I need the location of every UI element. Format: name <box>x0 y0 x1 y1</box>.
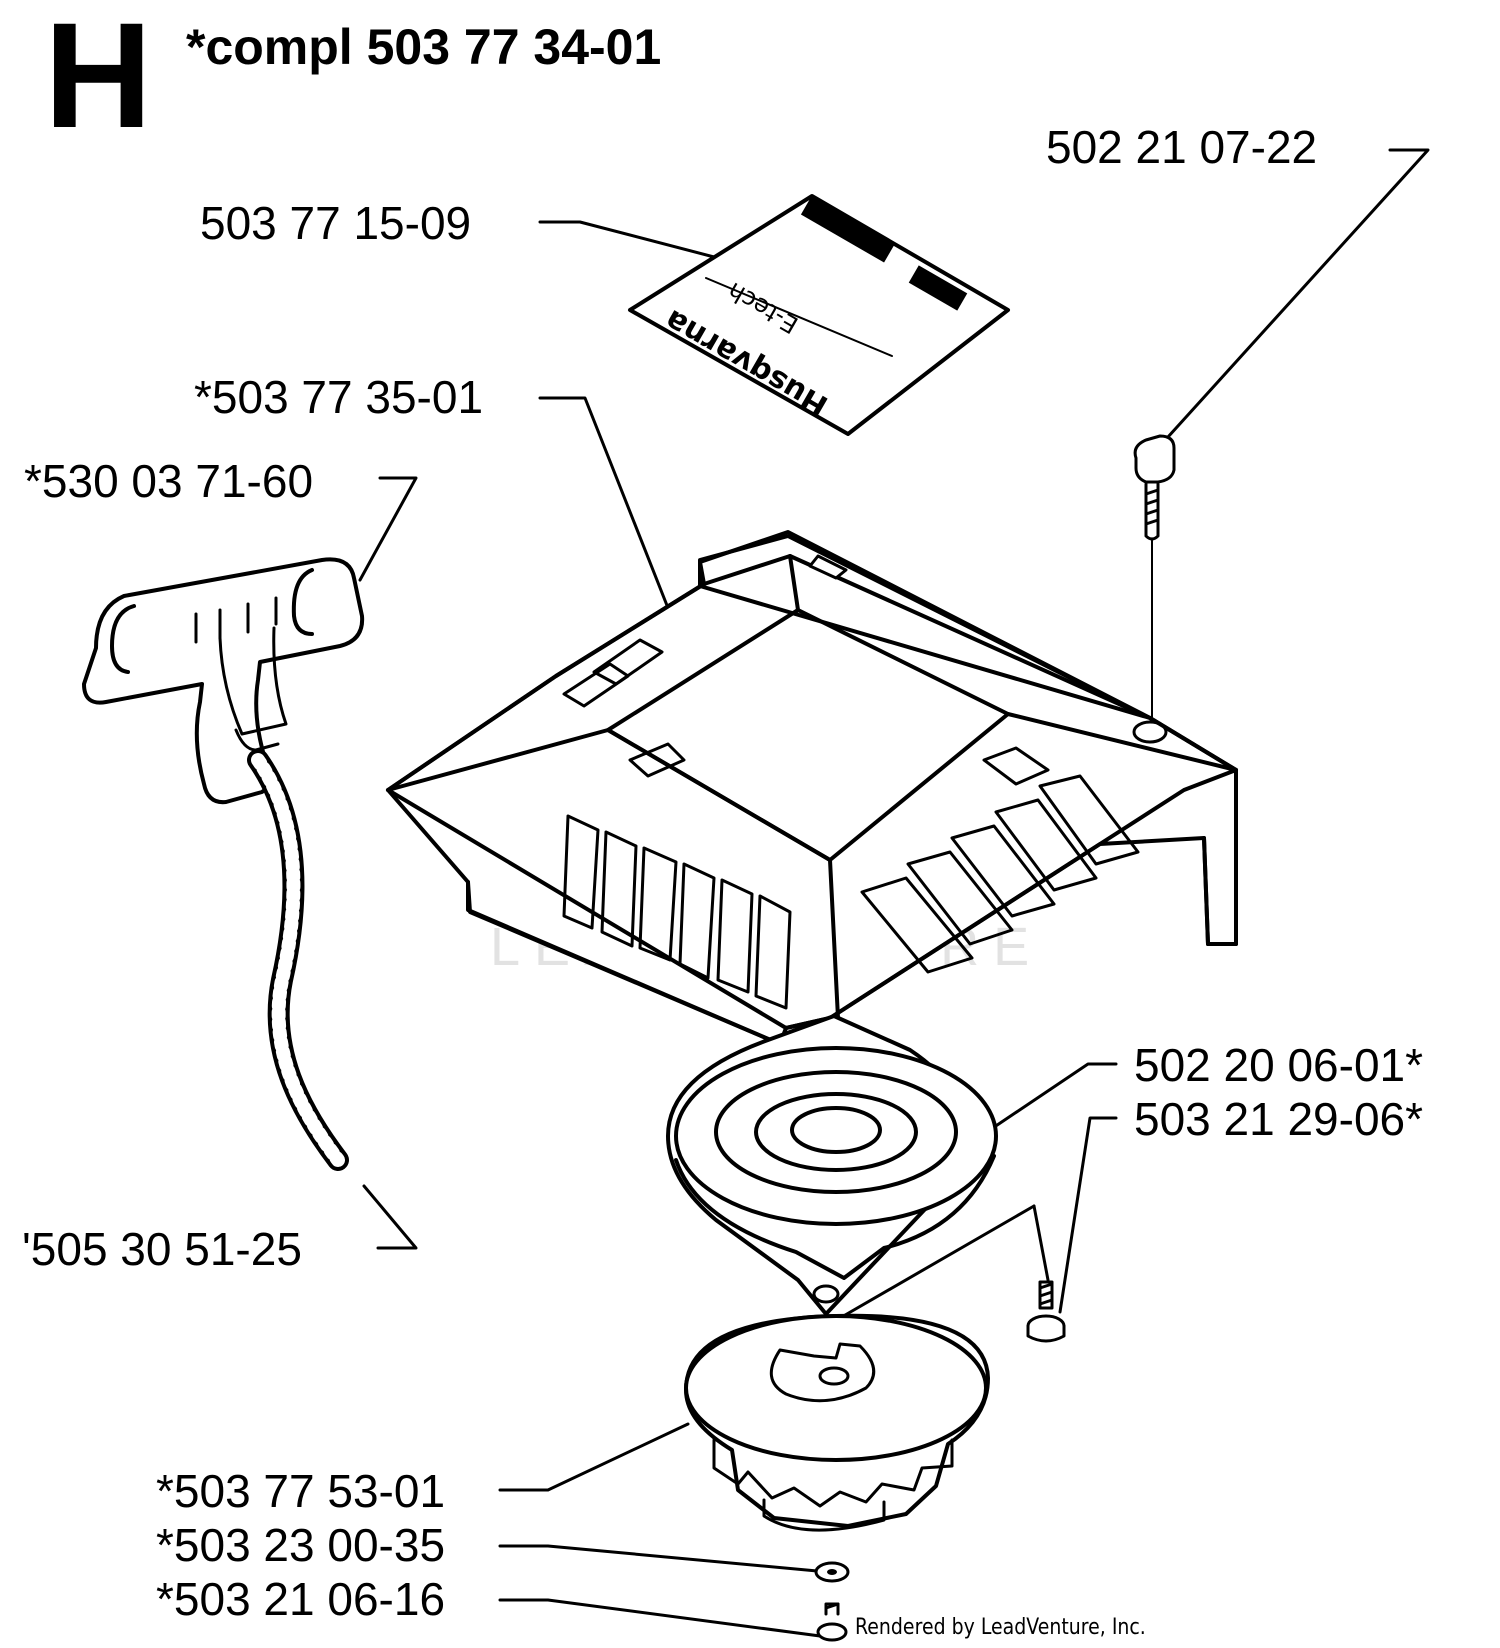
starter-handle-drawing <box>82 557 365 1171</box>
leader-p1 <box>1156 148 1430 450</box>
leader-p5 <box>970 1062 1118 1144</box>
washer-and-screw-drawing <box>814 1561 850 1642</box>
part-label-503-77-35-01: *503 77 35-01 <box>194 371 484 423</box>
part-label-502-20-06-01: 502 20 06-01* <box>1134 1039 1424 1091</box>
part-label-503-23-00-35: *503 23 00-35 <box>156 1519 446 1571</box>
part-label-503-77-53-01: *503 77 53-01 <box>156 1465 446 1517</box>
leader-pin-drop <box>1032 1204 1050 1282</box>
starter-cover-drawing <box>386 530 1238 1046</box>
leader-lines <box>358 148 1430 1638</box>
decal-drawing: Husqvarna E-tech <box>628 194 1010 436</box>
pulley-drawing <box>666 1014 998 1316</box>
pin-screw-drawing <box>1026 1280 1066 1343</box>
top-screw-drawing <box>1133 434 1176 729</box>
leader-p3 <box>538 396 670 610</box>
leader-p4 <box>358 476 418 582</box>
part-label-503-77-15-09: 503 77 15-09 <box>200 197 472 249</box>
leader-p7 <box>362 1184 418 1250</box>
part-label-503-21-06-16: *503 21 06-16 <box>156 1573 446 1625</box>
part-label-503-21-29-06: 503 21 29-06* <box>1134 1093 1424 1145</box>
leader-p10 <box>498 1598 822 1638</box>
leader-p6 <box>1058 1116 1118 1314</box>
render-credit: Rendered by LeadVenture, Inc. <box>855 1615 1146 1640</box>
section-letter: H <box>44 0 153 159</box>
leader-p8 <box>498 1422 690 1492</box>
part-label-502-21-07-22: 502 21 07-22 <box>1046 121 1318 173</box>
leader-p2 <box>538 220 720 260</box>
part-label-530-03-71-60: *530 03 71-60 <box>24 455 314 507</box>
assembly-label: *compl 503 77 34-01 <box>186 19 662 75</box>
part-label-505-30-51-25: '505 30 51-25 <box>22 1223 302 1275</box>
leader-pin <box>838 1204 1036 1320</box>
leader-p9 <box>498 1544 830 1574</box>
spring-housing-drawing <box>684 1313 990 1532</box>
